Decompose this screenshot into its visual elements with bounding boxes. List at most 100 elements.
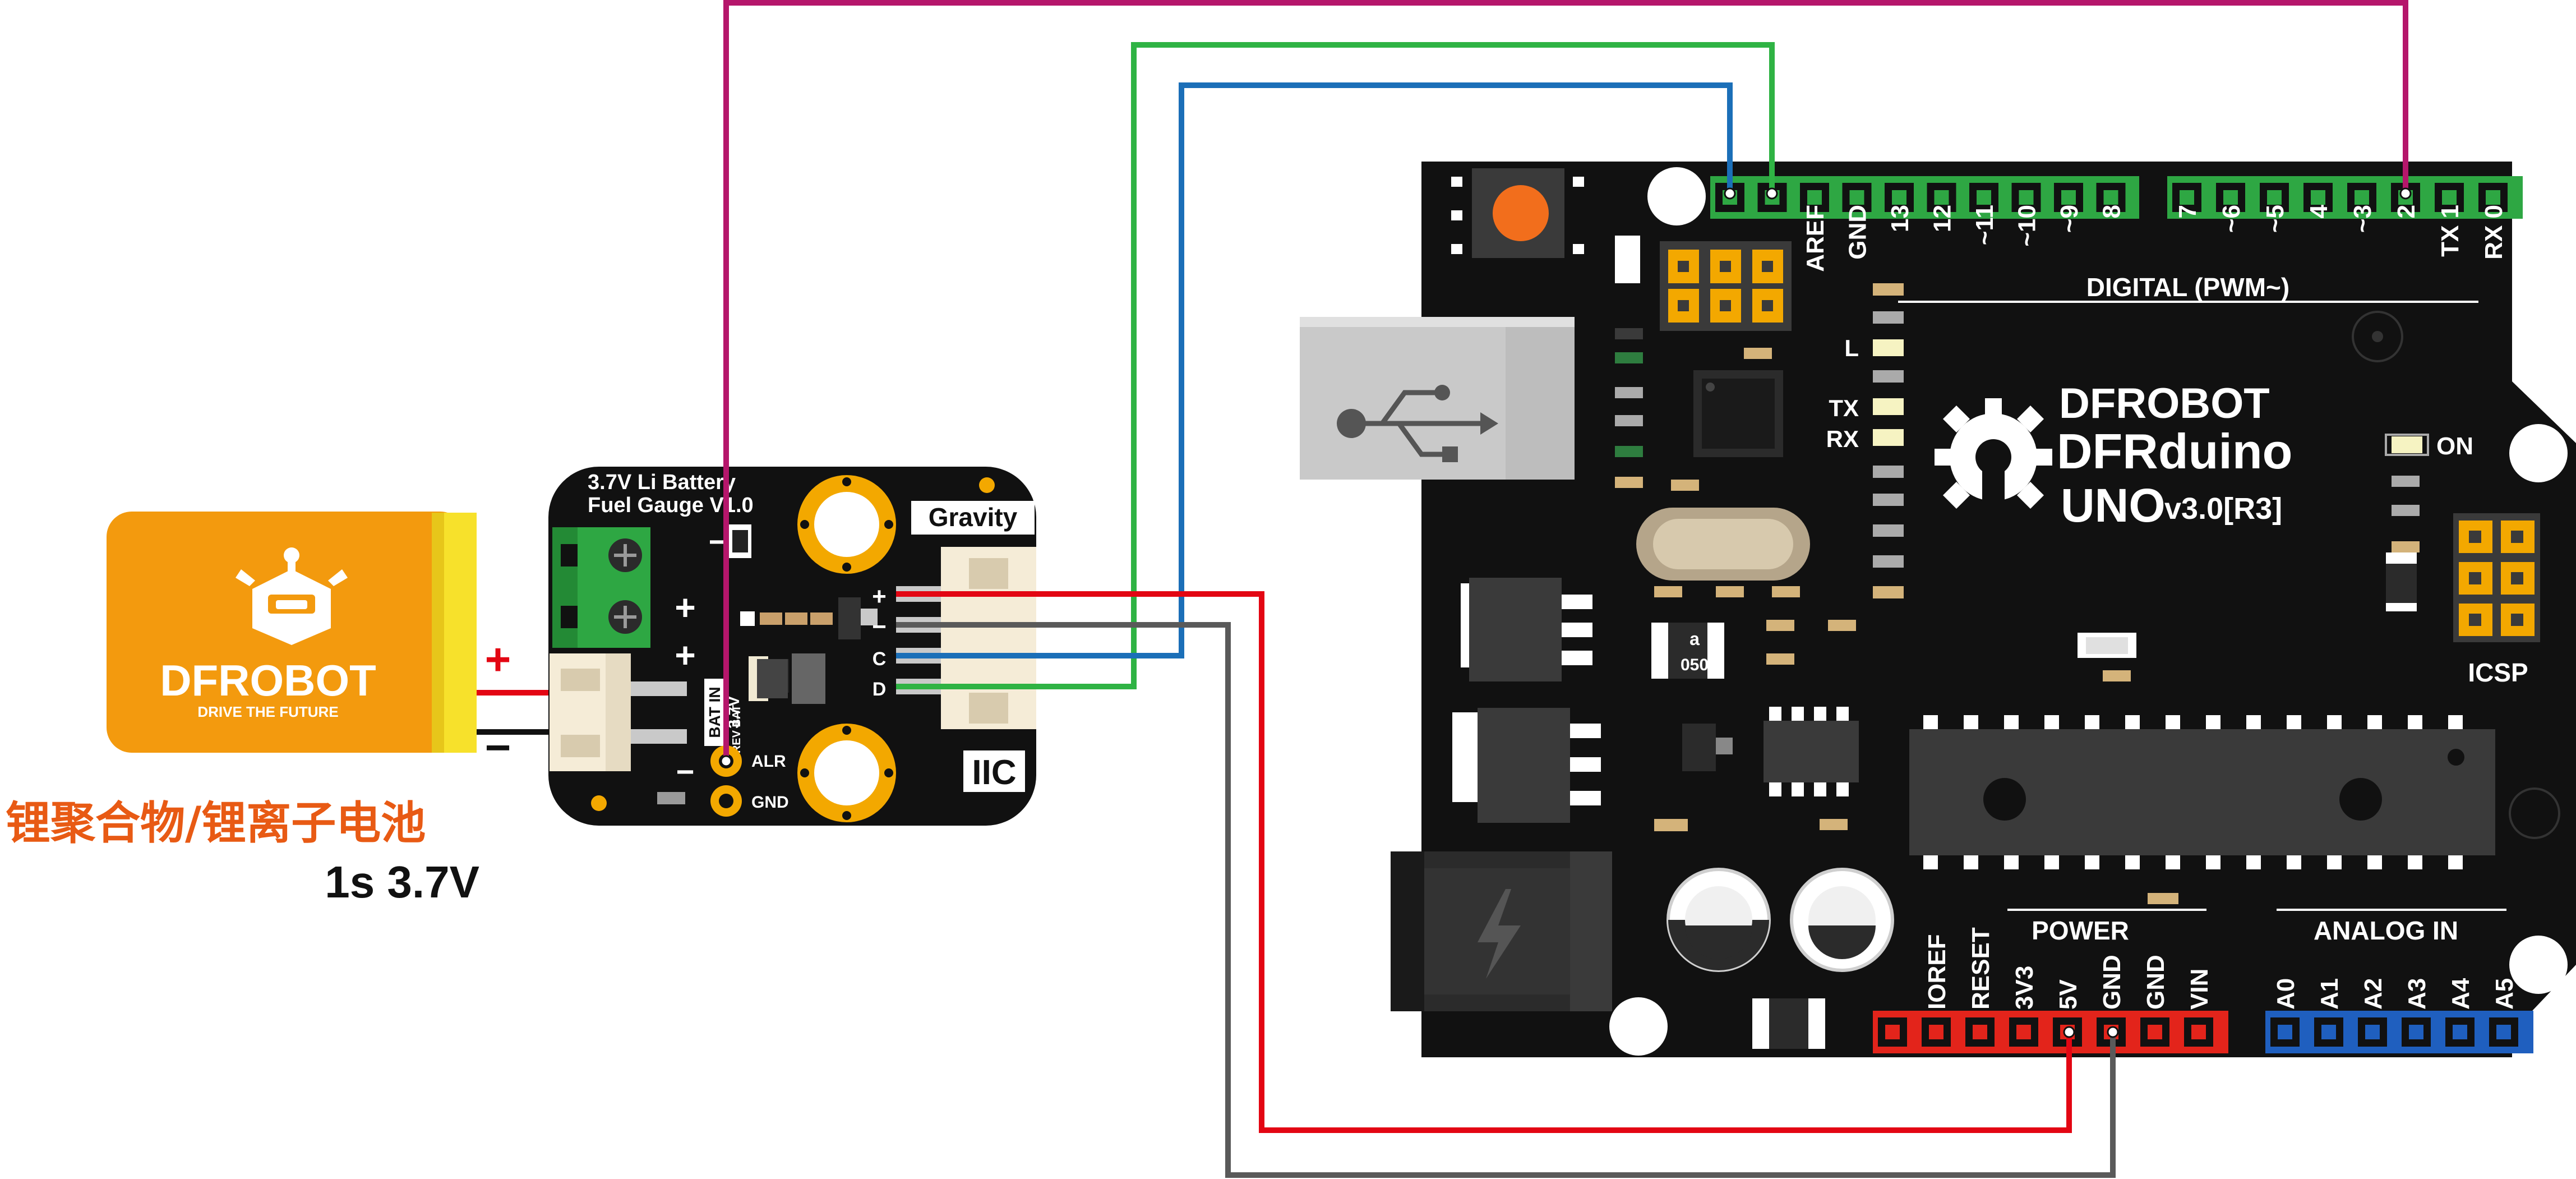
usb-connector bbox=[1300, 317, 1575, 480]
chip-pin bbox=[2166, 715, 2180, 729]
chip-pin bbox=[2287, 855, 2301, 869]
chip-pin bbox=[2327, 855, 2342, 869]
gauge-pin-minus: − bbox=[872, 613, 887, 641]
led-rx-label: RX bbox=[1826, 426, 1859, 452]
led-tx-label: TX bbox=[1829, 395, 1859, 421]
chip-pin bbox=[2206, 715, 2220, 729]
voltage-regulator-bottom bbox=[1452, 708, 1601, 823]
pin-label: A4 bbox=[2447, 978, 2475, 1010]
chip-pin bbox=[1964, 855, 1978, 869]
pin-label: A0 bbox=[2272, 978, 2300, 1010]
pin-label: A5 bbox=[2491, 978, 2518, 1010]
chip-pin bbox=[2166, 855, 2180, 869]
digital-section-label: DIGITAL (PWM~) bbox=[2086, 273, 2289, 302]
pin-label: 4 bbox=[2305, 204, 2333, 218]
capacitor-left bbox=[1666, 868, 1771, 972]
crystal bbox=[1636, 508, 1810, 581]
chip-pin bbox=[2044, 715, 2059, 729]
pin-label: GND bbox=[2098, 955, 2126, 1010]
chip-pin bbox=[1964, 715, 1978, 729]
pin-label: RESET bbox=[1967, 927, 1995, 1010]
digital-header-right bbox=[2167, 176, 2523, 219]
fuel-gauge-module: 3.7V Li Battery Fuel Gauge V1.0 − + + − … bbox=[548, 467, 1036, 826]
polyfuse-marking-top: a bbox=[1689, 629, 1700, 649]
battery-input-connector bbox=[550, 653, 687, 771]
pin-label: 7 bbox=[2174, 205, 2201, 218]
usb-icon bbox=[1337, 385, 1498, 462]
chip-pin bbox=[2448, 855, 2463, 869]
smd-components bbox=[657, 597, 878, 804]
header-socket-core bbox=[1892, 190, 1906, 205]
battery-pack: DFROBOT DRIVE THE FUTURE + − 锂聚合物/锂离子电池 … bbox=[6, 512, 511, 907]
wire-power bbox=[896, 591, 2072, 1133]
power-section-label: POWER bbox=[2032, 916, 2129, 945]
pin-label: AREF bbox=[1802, 205, 1829, 272]
battery-brand: DFROBOT bbox=[160, 656, 376, 705]
header-socket-core bbox=[2409, 1025, 2423, 1039]
gauge-gnd-label: GND bbox=[751, 793, 789, 812]
header-socket-core bbox=[2496, 1025, 2511, 1039]
gauge-bat-in-label: BAT IN bbox=[706, 687, 723, 738]
polyfuse-marking-bottom: 050 bbox=[1681, 656, 1709, 674]
reset-button bbox=[1451, 168, 1584, 258]
pin-label: 3V3 bbox=[2011, 966, 2038, 1010]
pin-label: GND bbox=[2142, 955, 2169, 1010]
dc-power-jack bbox=[1391, 851, 1612, 1011]
chip-pin bbox=[2246, 715, 2261, 729]
gauge-pin-d: D bbox=[872, 679, 887, 700]
pin-label: ~9 bbox=[2056, 205, 2083, 233]
chip-pin bbox=[2125, 715, 2140, 729]
battery-leads bbox=[477, 690, 561, 735]
header-socket-core bbox=[1807, 190, 1822, 205]
dfrobot-gear-icon bbox=[1935, 398, 2052, 519]
chip-pin bbox=[2448, 715, 2463, 729]
header-socket-core bbox=[2453, 1025, 2467, 1039]
atmega-chip bbox=[1909, 729, 2495, 855]
pin-label: 2 bbox=[2393, 205, 2420, 218]
chip-pin bbox=[2206, 855, 2220, 869]
chip-pin bbox=[2327, 715, 2342, 729]
gauge-gravity-label: Gravity bbox=[929, 503, 1018, 532]
header-socket-core bbox=[2180, 190, 2194, 205]
analog-header bbox=[2265, 1011, 2533, 1053]
header-socket-core bbox=[2191, 1025, 2206, 1039]
screw-terminal bbox=[552, 527, 650, 648]
voltage-regulator-top bbox=[1461, 578, 1592, 681]
header-socket-core bbox=[2311, 190, 2325, 205]
chip-pin bbox=[2367, 855, 2382, 869]
header-socket-core bbox=[1849, 190, 1864, 205]
battery-plus-sign: + bbox=[485, 634, 511, 684]
gauge-alr-label: ALR bbox=[751, 752, 786, 771]
header-socket-core bbox=[1929, 1025, 1943, 1039]
terminal-plus-top: + bbox=[675, 587, 695, 628]
power-header bbox=[1873, 1011, 2228, 1053]
chip-pin bbox=[2408, 855, 2422, 869]
board-brand: DFROBOT bbox=[2059, 380, 2270, 427]
pin-label: 8 bbox=[2098, 205, 2126, 218]
header-socket-core bbox=[2223, 190, 2238, 205]
gauge-rev-bat-label: REV BAT bbox=[731, 705, 743, 753]
chip-pin bbox=[2085, 715, 2099, 729]
pin-label: A2 bbox=[2360, 978, 2387, 1010]
header-socket-core bbox=[1973, 1025, 1987, 1039]
header-socket-core bbox=[2355, 190, 2369, 205]
pin-label: A3 bbox=[2403, 978, 2431, 1010]
on-led-label: ON bbox=[2436, 432, 2473, 460]
header-socket-core bbox=[2486, 190, 2500, 205]
chip-pin bbox=[2408, 715, 2422, 729]
chip-pin bbox=[2125, 855, 2140, 869]
wire-alert bbox=[723, 0, 2408, 761]
chip-pin bbox=[2085, 855, 2099, 869]
header-socket-core bbox=[1885, 1025, 1900, 1039]
header-socket-core bbox=[2019, 190, 2034, 205]
pin-label: GND bbox=[1844, 205, 1872, 260]
pin-label: 13 bbox=[1886, 205, 1914, 232]
wire-sda bbox=[896, 42, 1775, 689]
led-l-label: L bbox=[1844, 335, 1859, 361]
pin-label: ~6 bbox=[2218, 205, 2245, 233]
wire-scl bbox=[896, 82, 1733, 658]
led-column bbox=[1873, 283, 1904, 598]
atmega-pins bbox=[1923, 715, 2463, 869]
